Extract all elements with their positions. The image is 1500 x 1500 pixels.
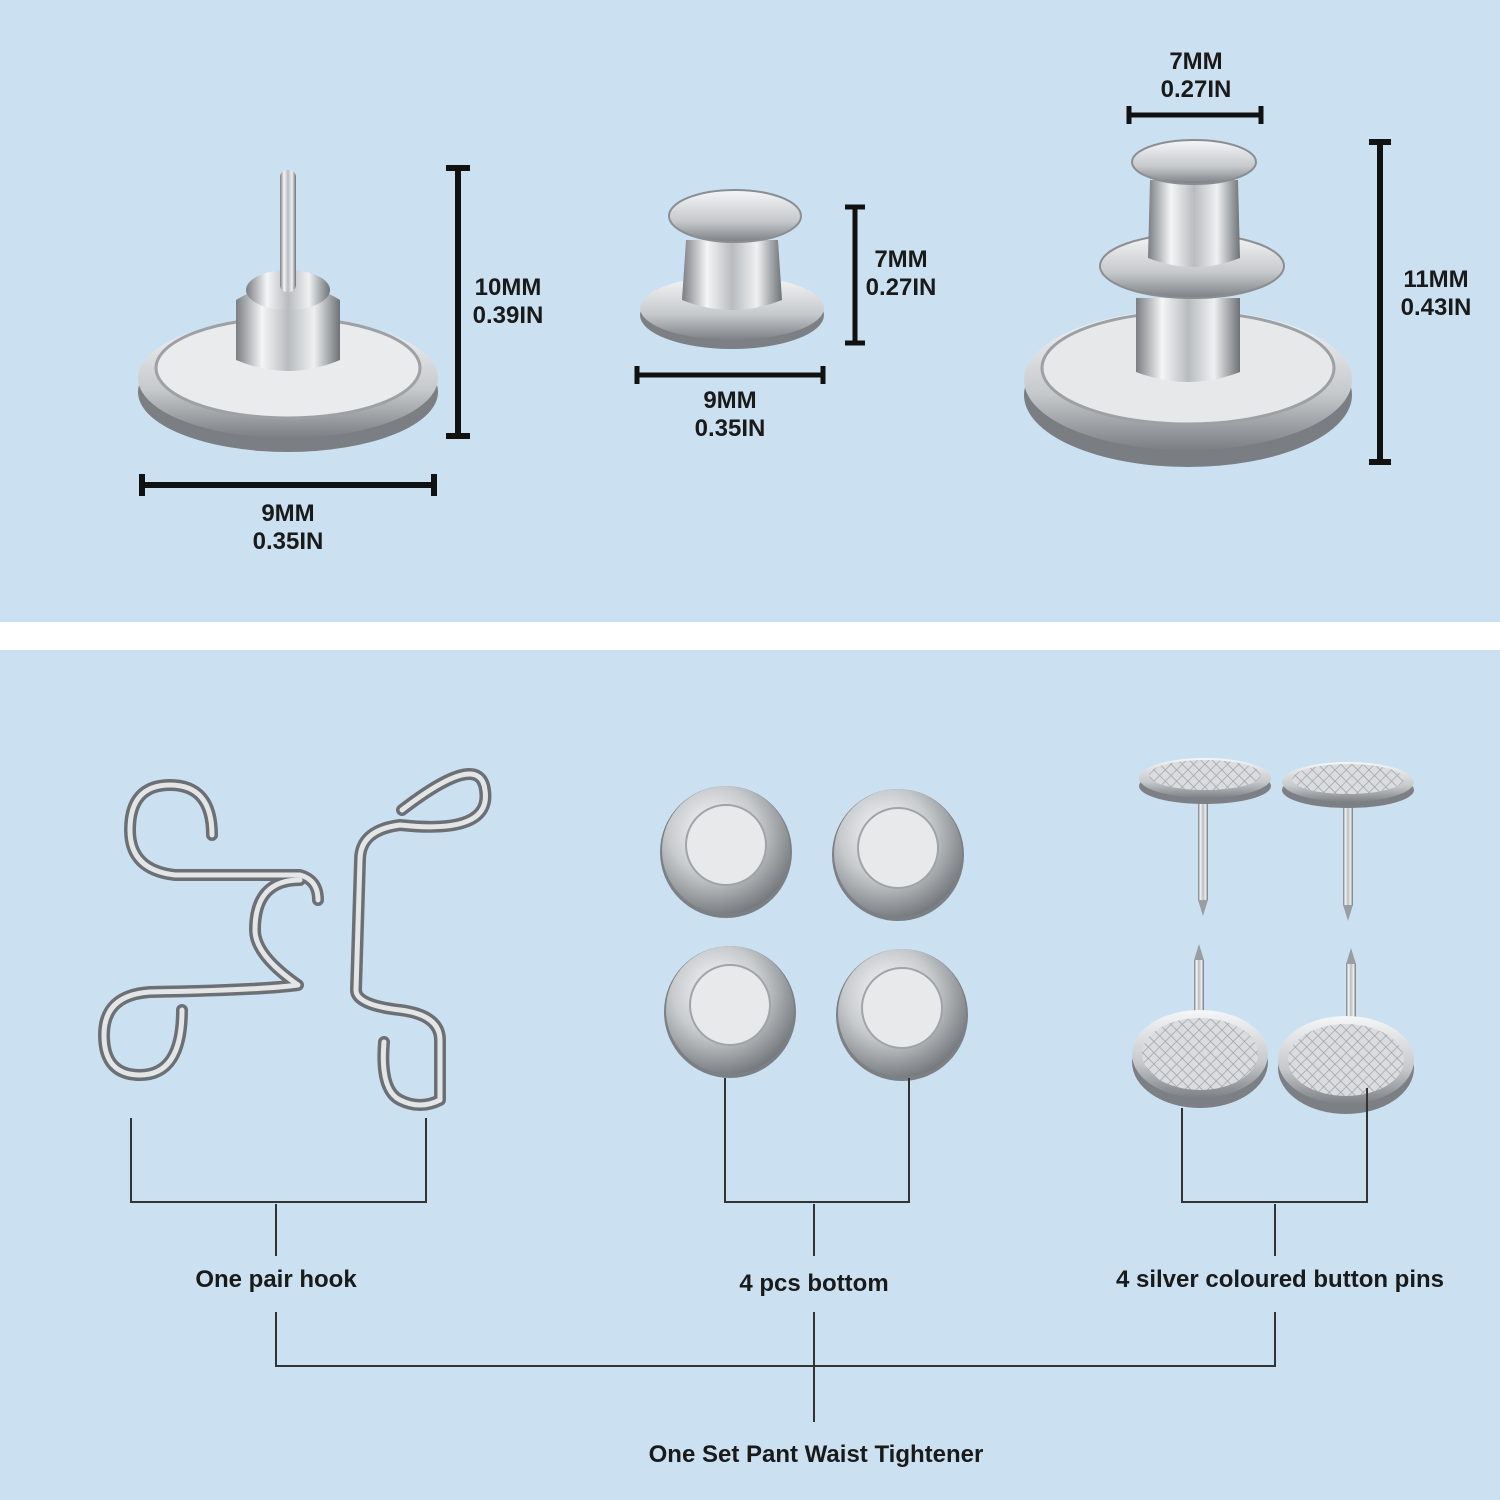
button-pin-icon bbox=[1132, 758, 1414, 1114]
hooks-caption: One pair hook bbox=[195, 1266, 357, 1293]
assembled-top-width-dimension bbox=[1126, 106, 1264, 124]
button-bottom-icon bbox=[660, 786, 968, 1081]
group-brackets bbox=[130, 1078, 1368, 1422]
button-cap-icon bbox=[640, 189, 824, 349]
bottoms-caption: 4 pcs bottom bbox=[739, 1270, 889, 1297]
set-caption: One Set Pant Waist Tightener bbox=[648, 1441, 984, 1468]
wire-hook-icon bbox=[98, 768, 492, 1111]
pin-width-dimension bbox=[139, 474, 437, 496]
assembled-height-dimension bbox=[1369, 139, 1391, 465]
pin-height-dimension bbox=[446, 165, 470, 439]
pins-caption: 4 silver coloured button pins bbox=[1115, 1266, 1445, 1293]
stud-pin-icon bbox=[138, 170, 438, 452]
cap-height-dimension bbox=[845, 204, 865, 346]
cap-width-dimension bbox=[634, 366, 826, 384]
assembled-button-icon bbox=[1024, 139, 1352, 467]
